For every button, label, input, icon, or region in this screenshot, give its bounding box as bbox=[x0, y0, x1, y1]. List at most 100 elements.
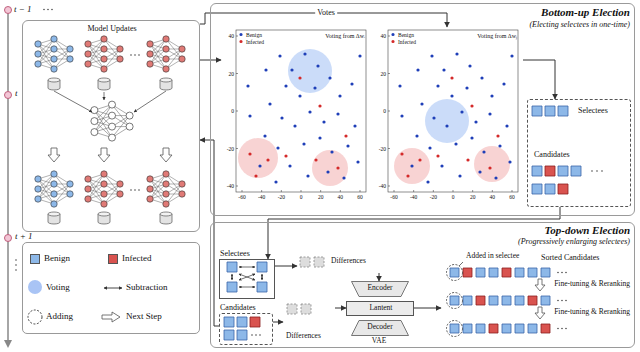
node-text: Differences bbox=[331, 257, 366, 266]
client-model bbox=[147, 171, 185, 207]
art-polygon bbox=[98, 148, 110, 162]
timeline bbox=[7, 12, 9, 341]
axis-tick-label: 20 bbox=[229, 70, 235, 76]
axis-tick-label: 20 bbox=[470, 194, 476, 200]
time-step-label: t bbox=[15, 88, 18, 98]
axis-tick-label: 0 bbox=[452, 194, 455, 200]
client-model bbox=[85, 171, 123, 207]
legend-text: Subtraction bbox=[126, 282, 168, 292]
legend-text: Infected bbox=[122, 253, 151, 263]
axis-tick-label: 40 bbox=[338, 194, 344, 200]
art-circle bbox=[447, 321, 463, 337]
ellipsis-dots bbox=[16, 10, 602, 336]
art-polygon bbox=[535, 279, 545, 291]
legend-text: Benign bbox=[44, 253, 70, 263]
art-circle bbox=[5, 7, 12, 14]
node-text: Candidates bbox=[220, 303, 256, 312]
annotation-label: Fine-tuning & Reranking bbox=[554, 308, 630, 317]
annotation-label: Fine-tuning & Reranking bbox=[554, 280, 630, 289]
axis-tick-label: -20 bbox=[278, 194, 285, 200]
art-polygon bbox=[48, 148, 60, 162]
time-step-label: t − 1 bbox=[14, 4, 32, 14]
legend-swatch bbox=[108, 254, 118, 264]
axis-tick-label: 0 bbox=[300, 194, 303, 200]
axis-tick-label: 40 bbox=[381, 33, 387, 39]
benign-client-squares bbox=[450, 268, 550, 333]
next-step-arrows bbox=[535, 279, 545, 319]
art-circle bbox=[474, 146, 510, 182]
art-circle bbox=[5, 235, 12, 242]
art-path bbox=[134, 91, 166, 112]
art-path bbox=[54, 91, 92, 112]
art-path bbox=[239, 267, 255, 268]
art-circle bbox=[288, 49, 332, 93]
client-model bbox=[35, 36, 73, 72]
art-circle bbox=[312, 150, 348, 186]
axis-tick-label: 60 bbox=[357, 194, 363, 200]
connector-arrow bbox=[273, 322, 283, 323]
infected-client-squares bbox=[463, 268, 550, 333]
axis-tick-label: 60 bbox=[509, 194, 515, 200]
scatter-plot bbox=[388, 30, 518, 192]
art-polygon bbox=[535, 307, 545, 319]
subtraction-arrows bbox=[232, 267, 262, 287]
node-text: Benign bbox=[246, 32, 262, 38]
node-text: Benign bbox=[398, 32, 414, 38]
time-step-dots bbox=[5, 7, 12, 242]
axis-tick-label: 20 bbox=[381, 70, 387, 76]
upload-arrows bbox=[54, 91, 166, 112]
art-path bbox=[239, 274, 255, 280]
node-text: Sorted Candidates bbox=[541, 253, 599, 262]
election-panel: Bottom-up Election(Electing selectees in… bbox=[210, 3, 635, 216]
art-path bbox=[239, 287, 255, 288]
client-model bbox=[35, 171, 73, 207]
node-text: Top-down Election bbox=[545, 224, 630, 237]
node-text: Lantent bbox=[370, 304, 393, 313]
axis-tick-label: 0 bbox=[383, 108, 386, 114]
legend-text: Next Step bbox=[126, 311, 162, 321]
client-model bbox=[85, 36, 123, 72]
connector-arrow bbox=[275, 266, 297, 267]
art-path bbox=[262, 274, 263, 280]
client-data bbox=[160, 212, 172, 224]
differences-group: Differences bbox=[297, 253, 393, 273]
connector-arrow bbox=[379, 273, 380, 281]
timeline-arrow bbox=[4, 340, 12, 348]
node-text: Selectees bbox=[220, 249, 250, 258]
broadcast-arrows bbox=[48, 148, 172, 162]
legend-next-step-symbol bbox=[102, 312, 120, 322]
node-text: Selectees bbox=[578, 106, 608, 115]
legend-swatch bbox=[30, 254, 40, 264]
candidates-box: Candidates bbox=[219, 313, 273, 345]
trapezoid-shape bbox=[352, 321, 409, 336]
sorted-candidates-group: Sorted Candidates bbox=[441, 253, 634, 347]
node-text: Model Updates bbox=[87, 24, 136, 33]
decoder-trapezoid: Decoder bbox=[351, 320, 409, 336]
latent-box: Lantent bbox=[346, 301, 414, 316]
trapezoid-shape bbox=[352, 282, 409, 297]
node-text: Infected bbox=[398, 39, 416, 45]
legend-text: Voting bbox=[46, 282, 70, 292]
axis-tick-label: -20 bbox=[227, 145, 234, 151]
node-text: Voting from Δwᵢ bbox=[325, 33, 365, 40]
scatter-plot-box: BenignInfected Voting from Δwⱼ bbox=[373, 27, 523, 209]
scatter-plot bbox=[236, 30, 366, 192]
axis-tick-label: 20 bbox=[318, 194, 324, 200]
node-text: Candidates bbox=[534, 150, 570, 159]
axis-tick-label: -40 bbox=[258, 194, 265, 200]
art-path bbox=[239, 274, 255, 280]
art-circle bbox=[447, 265, 463, 281]
voting-circles-infected bbox=[238, 138, 510, 186]
node-text: (Progressively enlarging selectees) bbox=[518, 237, 630, 246]
connector-arrow bbox=[335, 308, 346, 309]
axis-tick-label: -40 bbox=[227, 183, 234, 189]
art-circle bbox=[238, 138, 278, 178]
node-text: Voting from Δwⱼ bbox=[477, 33, 517, 40]
time-step-label: t + 1 bbox=[15, 231, 33, 241]
client-model bbox=[147, 36, 185, 72]
encoder-trapezoid: Encoder bbox=[351, 281, 409, 297]
client-data bbox=[48, 78, 60, 90]
client-data bbox=[98, 212, 110, 224]
